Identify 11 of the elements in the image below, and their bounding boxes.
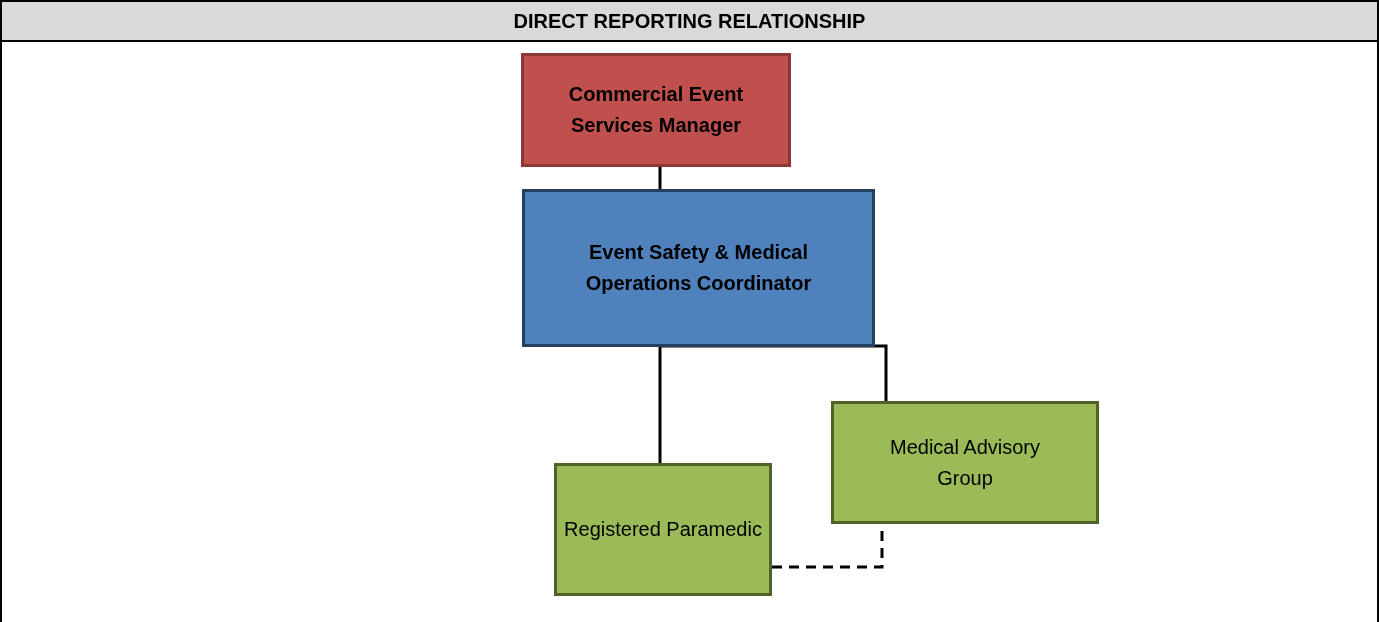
org-box [554,463,772,596]
role-title: Event Safety & Medical Operations Coordinator [584,240,813,296]
org-box [831,401,1099,524]
org-box [521,53,791,167]
org-box [522,189,875,347]
role-title: Registered Paramedic [564,517,762,542]
connector-line [658,347,662,463]
role-title: Medical Advisory Group [888,434,1042,491]
connector-line [658,167,662,189]
title: DIRECT REPORTING RELATIONSHIP [513,9,866,34]
role-title: Commercial Event Services Manager [567,82,745,138]
